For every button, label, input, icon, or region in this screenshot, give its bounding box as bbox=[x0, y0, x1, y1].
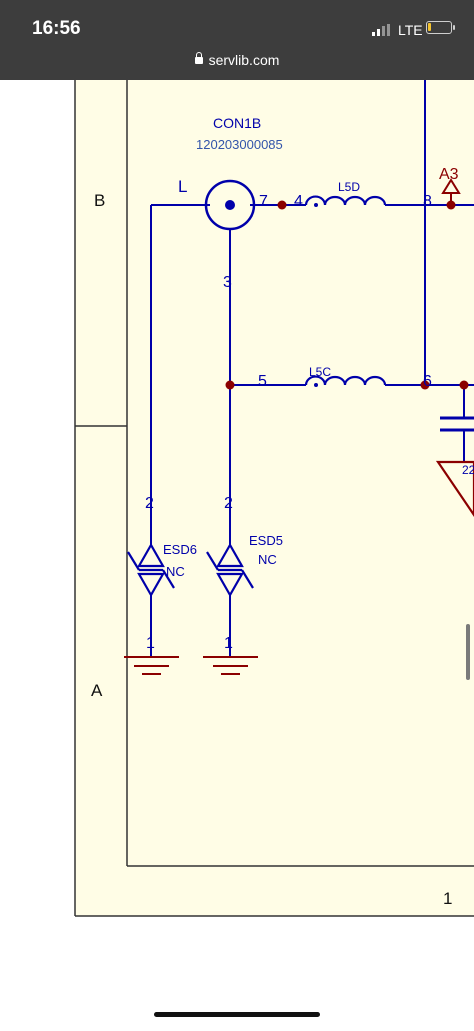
network-type: LTE bbox=[398, 22, 423, 38]
capacitor-icon[interactable] bbox=[440, 416, 474, 432]
zone-label-b: B bbox=[94, 191, 105, 210]
pin-7: 7 bbox=[259, 193, 268, 210]
net-port-label: A3 bbox=[439, 166, 459, 183]
esd6-ref: ESD6 bbox=[163, 542, 197, 557]
url-text: servlib.com bbox=[208, 52, 280, 68]
signal-strength-icon bbox=[372, 24, 392, 36]
junctions bbox=[225, 200, 469, 390]
pin-4: 4 bbox=[294, 193, 303, 210]
schematic-viewer[interactable]: B A 1 CON1B 120203000085 L 7 4 8 3 5 6 2… bbox=[0, 80, 474, 1026]
pin-3: 3 bbox=[223, 274, 232, 291]
connector-net-label: L bbox=[178, 177, 187, 196]
pin-6: 6 bbox=[423, 373, 432, 390]
ground-esd6-icon bbox=[124, 656, 179, 675]
esd6-diode-icon[interactable] bbox=[127, 542, 175, 598]
pin-8: 8 bbox=[423, 193, 432, 210]
battery-icon bbox=[426, 21, 455, 34]
connector-part-number: 120203000085 bbox=[196, 137, 283, 152]
inductor-l5d-label: L5D bbox=[338, 180, 360, 194]
lock-icon bbox=[194, 52, 203, 64]
connector-center-pin bbox=[225, 200, 235, 210]
sheet-background bbox=[75, 80, 474, 916]
home-indicator[interactable] bbox=[154, 1012, 320, 1017]
esd5-pin-1: 1 bbox=[224, 635, 233, 652]
polarity-dot bbox=[314, 383, 318, 387]
sheet-frame bbox=[74, 80, 474, 917]
scrollbar[interactable] bbox=[466, 624, 470, 680]
inductor-l5c-label: L5C bbox=[309, 365, 331, 379]
ground-triangle-icon bbox=[435, 460, 474, 517]
coax-connector-icon[interactable] bbox=[204, 179, 256, 231]
esd6-pin-2: 2 bbox=[145, 495, 154, 512]
ground-esd5-icon bbox=[203, 656, 258, 675]
inductor-l5c-icon[interactable] bbox=[304, 375, 387, 386]
esd6-value: NC bbox=[166, 564, 185, 579]
esd5-value: NC bbox=[258, 552, 277, 567]
sheet-number: 1 bbox=[443, 889, 452, 908]
clock: 16:56 bbox=[32, 18, 81, 39]
address-bar[interactable]: servlib.com bbox=[0, 52, 474, 68]
esd6-pin-1: 1 bbox=[146, 635, 155, 652]
capacitor-value-partial: 22 bbox=[462, 463, 474, 477]
esd5-pin-2: 2 bbox=[224, 495, 233, 512]
inductor-l5d-icon[interactable] bbox=[304, 195, 387, 206]
pin-5: 5 bbox=[258, 373, 267, 390]
status-bar: 16:56 LTE servlib.com bbox=[0, 0, 474, 80]
esd5-diode-icon[interactable] bbox=[206, 542, 254, 598]
polarity-dot bbox=[314, 203, 318, 207]
connector-ref: CON1B bbox=[213, 115, 261, 131]
zone-label-a: A bbox=[91, 681, 103, 700]
esd5-ref: ESD5 bbox=[249, 533, 283, 548]
